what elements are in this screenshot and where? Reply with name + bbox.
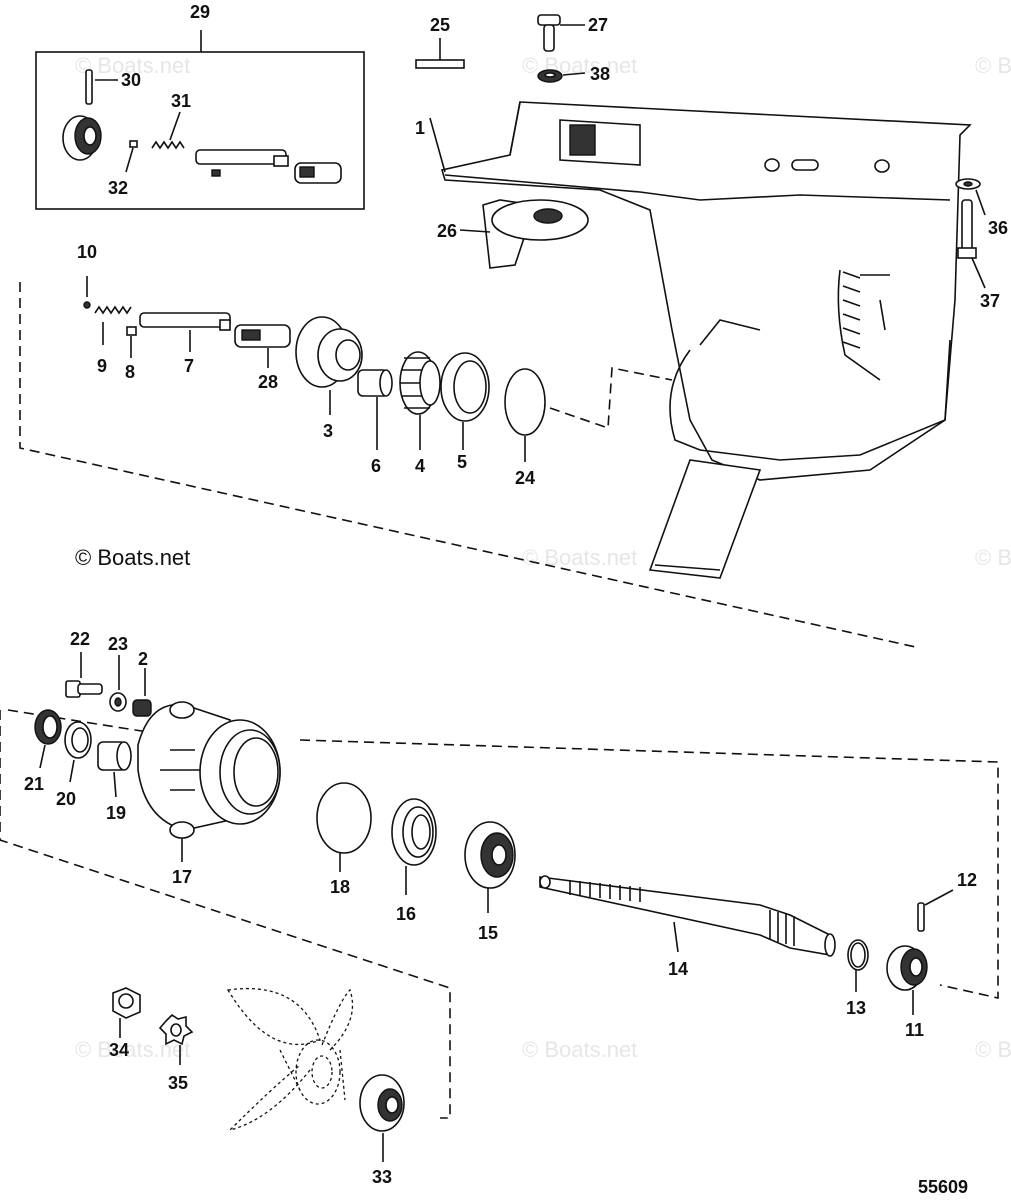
nut-34 <box>112 987 141 1038</box>
washer-36 <box>955 178 986 216</box>
callout-31: 31 <box>171 91 191 111</box>
figure-number: 55609 <box>918 1177 968 1197</box>
callout-21: 21 <box>24 774 44 794</box>
copyright-text: © Boats.net <box>75 545 190 570</box>
callout-23: 23 <box>108 634 128 654</box>
bearing-19 <box>97 741 132 798</box>
inset-frame <box>35 51 365 210</box>
cotter-pin-12 <box>917 889 954 932</box>
callout-12: 12 <box>957 870 977 890</box>
callout-2: 2 <box>138 649 148 669</box>
bearing-cup-5 <box>440 352 490 450</box>
callout-29: 29 <box>190 2 210 22</box>
callout-36: 36 <box>988 218 1008 238</box>
seal-21 <box>34 709 62 769</box>
propeller-shaft-14 <box>539 875 836 957</box>
bolt-37 <box>957 199 986 289</box>
watermark: © Boats.net <box>522 545 637 570</box>
callout-13: 13 <box>846 998 866 1018</box>
dashed-guide-upper <box>19 282 921 649</box>
callout-33: 33 <box>372 1167 392 1187</box>
callout-26: 26 <box>437 221 457 241</box>
thrust-washer-13 <box>847 939 869 992</box>
callout-34: 34 <box>109 1040 129 1060</box>
callout-17: 17 <box>172 867 192 887</box>
callout-4: 4 <box>415 456 425 476</box>
watermark: © Boats.net <box>975 53 1011 78</box>
pin-32 <box>129 140 138 148</box>
bearing-carrier-17 <box>137 701 281 862</box>
bearing-16 <box>391 798 437 895</box>
callout-22: 22 <box>70 629 90 649</box>
seal-20 <box>64 721 92 783</box>
callout-30: 30 <box>121 70 141 90</box>
watermark: © Boats.net <box>522 1037 637 1062</box>
callout-5: 5 <box>457 452 467 472</box>
gear-15 <box>464 821 516 913</box>
callout-3: 3 <box>323 421 333 441</box>
callout-28: 28 <box>258 372 278 392</box>
screw-27 <box>537 14 585 52</box>
washer-23 <box>109 655 127 712</box>
callout-6: 6 <box>371 456 381 476</box>
callout-14: 14 <box>668 959 688 979</box>
tapered-bearing-4 <box>399 351 441 450</box>
washer-38 <box>537 69 586 83</box>
spring-31 <box>151 140 185 150</box>
callout-18: 18 <box>330 877 350 897</box>
inset-kit-29 <box>35 30 365 210</box>
gear-housing-1 <box>429 101 972 579</box>
callout-24: 24 <box>515 468 535 488</box>
callout-1: 1 <box>415 118 425 138</box>
tab-washer-35 <box>158 1013 194 1065</box>
bolt-22 <box>65 652 103 698</box>
watermark: © Boats.net <box>975 545 1011 570</box>
o-ring-24 <box>504 368 546 462</box>
callout-16: 16 <box>396 904 416 924</box>
callout-10: 10 <box>77 242 97 262</box>
callout-27: 27 <box>588 15 608 35</box>
plate-25 <box>415 38 465 69</box>
plug-2 <box>132 668 152 717</box>
shift-shaft-7 <box>139 312 231 352</box>
callout-32: 32 <box>108 178 128 198</box>
callout-20: 20 <box>56 789 76 809</box>
castle-nut-11 <box>886 945 928 1015</box>
pin-8 <box>126 326 137 358</box>
callout-19: 19 <box>106 803 126 823</box>
callout-38: 38 <box>590 64 610 84</box>
needle-bearing-6 <box>357 369 393 450</box>
dashed-guide-lower <box>0 710 451 1119</box>
callout-25: 25 <box>430 15 450 35</box>
o-ring-18 <box>316 782 372 872</box>
callout-11: 11 <box>905 1020 924 1040</box>
callout-7: 7 <box>184 356 194 376</box>
bearing-carrier-3 <box>295 316 363 415</box>
pin-30 <box>85 69 93 105</box>
callout-9: 9 <box>97 356 107 376</box>
callout-35: 35 <box>168 1073 188 1093</box>
thrust-hub-33 <box>359 1074 405 1162</box>
propeller-outline <box>226 987 354 1132</box>
callout-15: 15 <box>478 923 498 943</box>
watermark-group: © Boats.net © Boats.net © Boats.net © Bo… <box>75 53 1011 1062</box>
watermark: © Boats.net <box>75 53 190 78</box>
ball-10 <box>83 276 91 309</box>
shift-shaft-inset <box>195 149 287 165</box>
anode-26 <box>459 199 589 269</box>
callout-labels: 1 2 3 4 5 6 7 8 9 10 11 12 13 14 15 16 1… <box>24 2 1008 1187</box>
castle-nut-inset <box>62 115 102 161</box>
spring-9 <box>94 305 132 345</box>
callout-8: 8 <box>125 362 135 382</box>
callout-37: 37 <box>980 291 1000 311</box>
watermark: © Boats.net <box>975 1037 1011 1062</box>
shift-cam-28 <box>234 324 291 368</box>
